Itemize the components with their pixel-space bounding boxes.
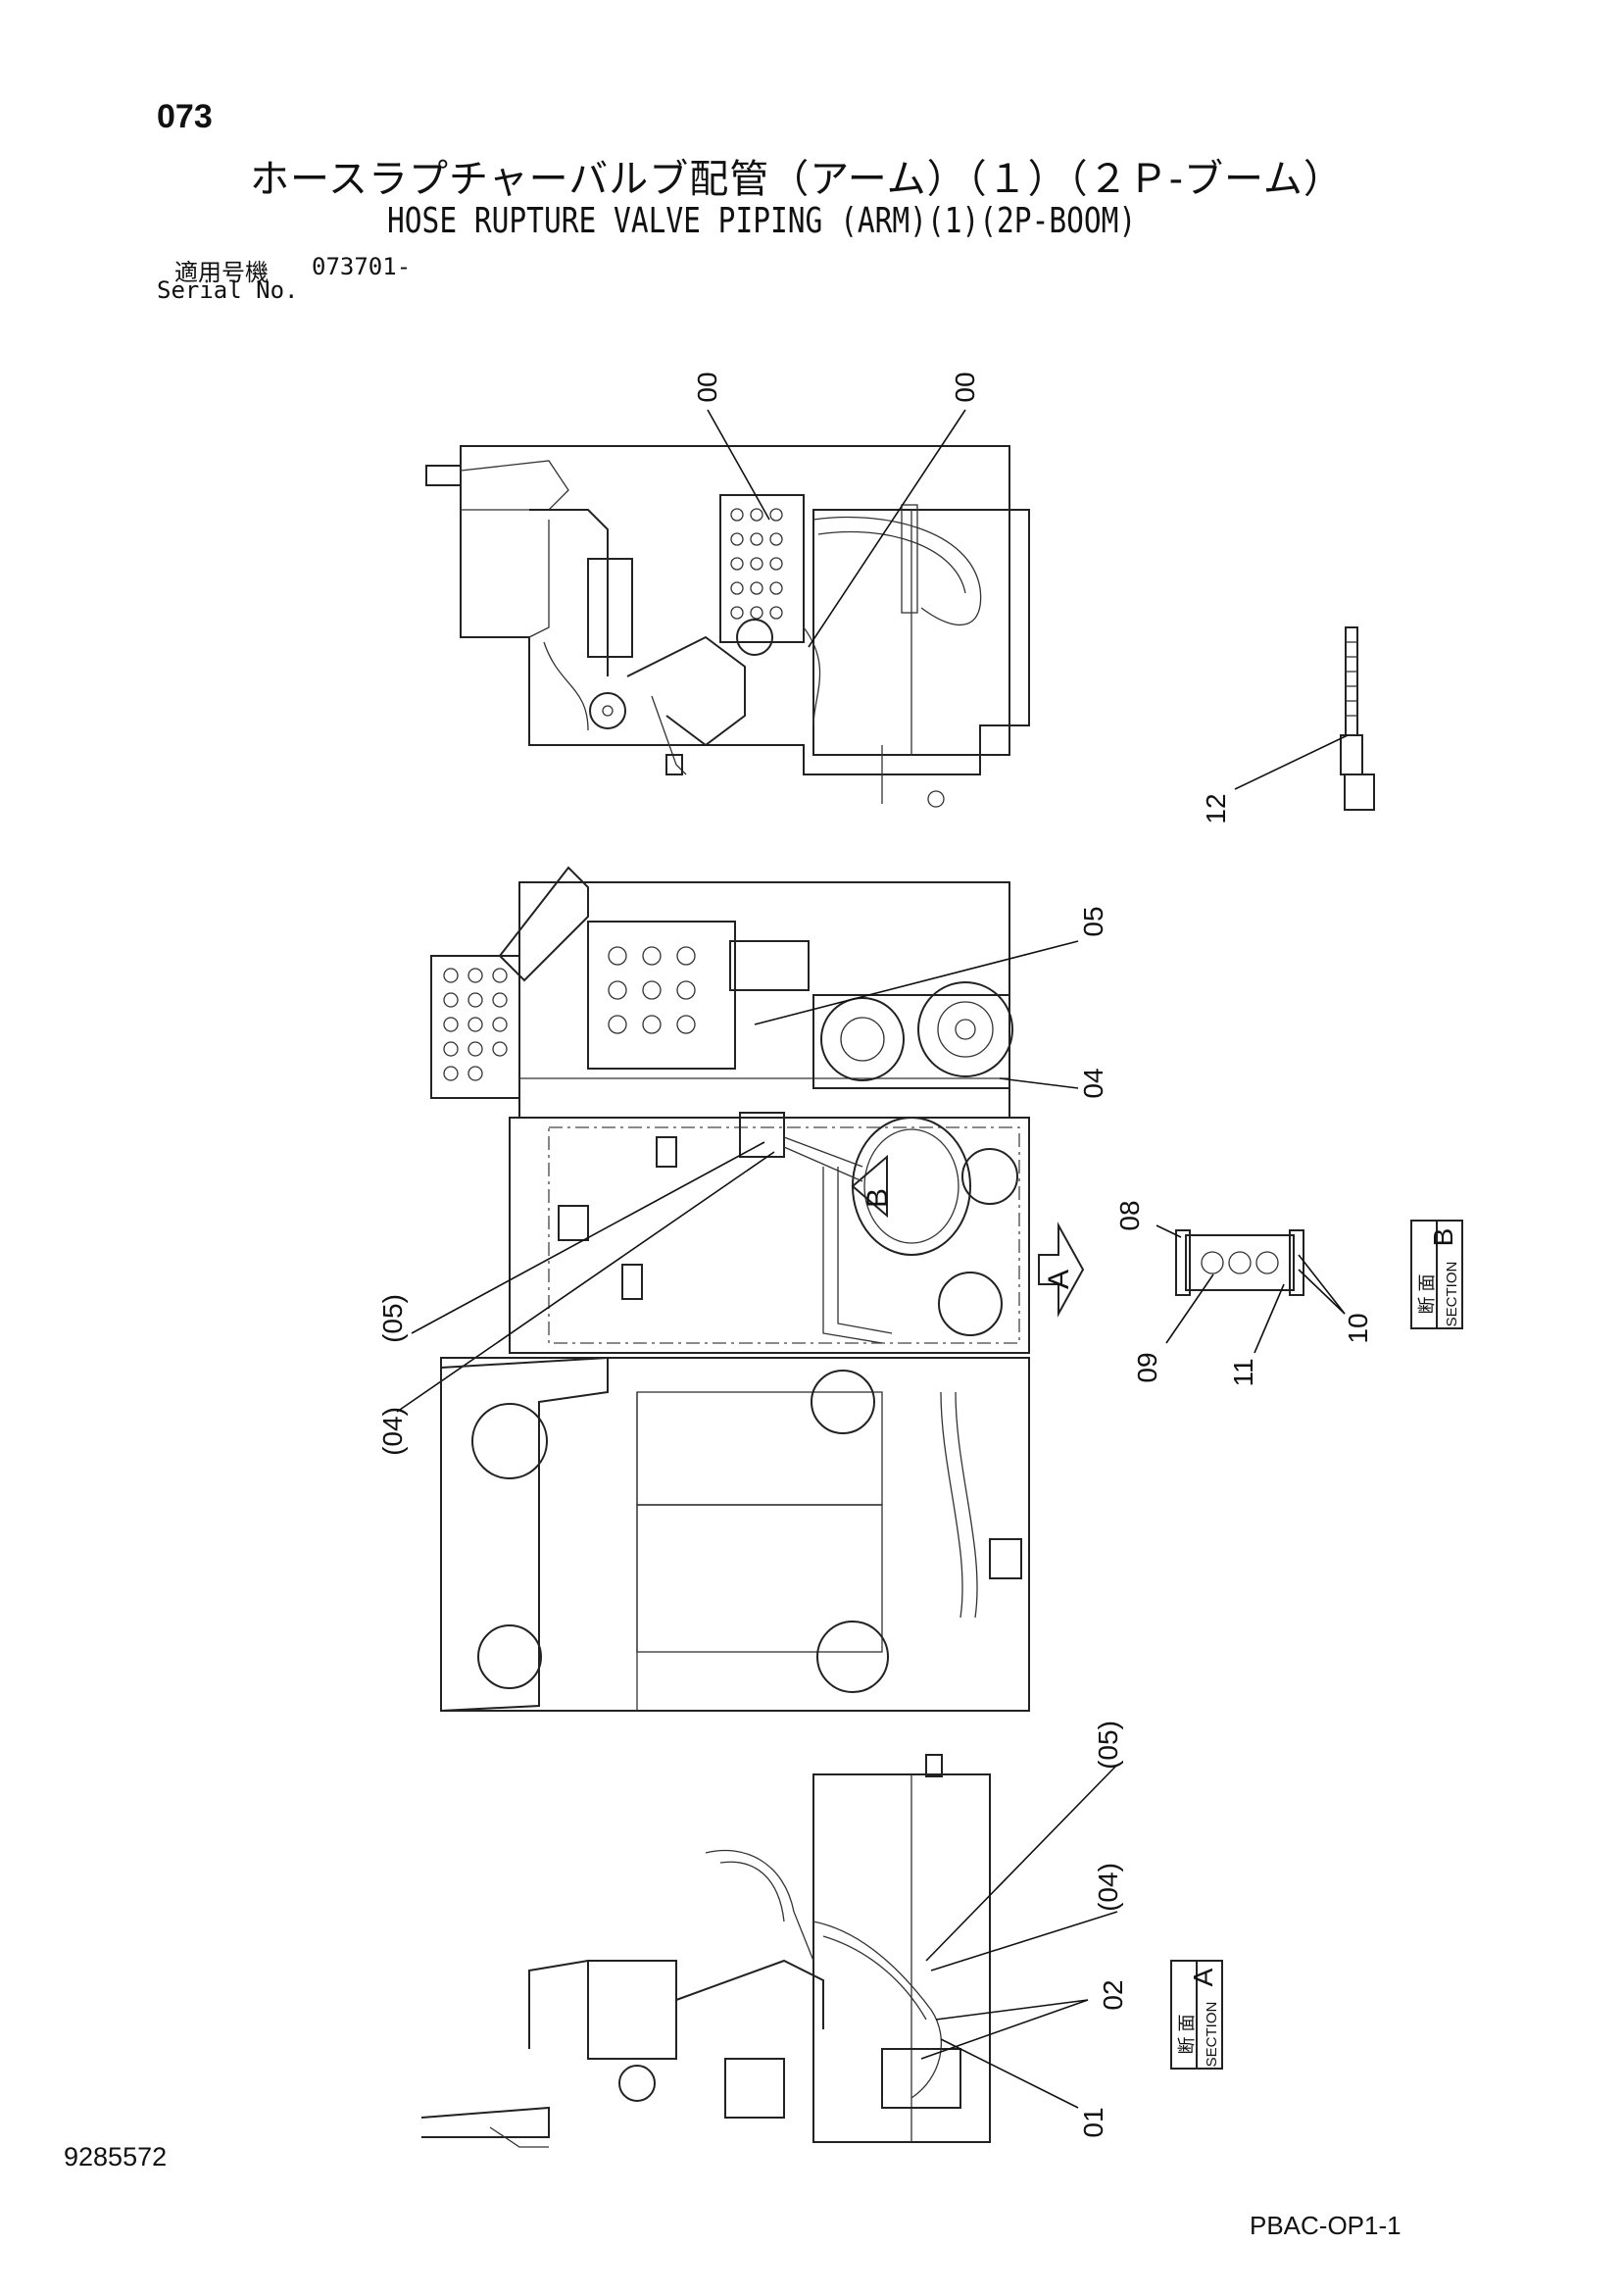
view-marker-a: A bbox=[1043, 1270, 1075, 1289]
callout-05-paren-bottom: (05) bbox=[1093, 1721, 1123, 1770]
callout-11: 11 bbox=[1228, 1358, 1258, 1386]
cable-tie-part-12 bbox=[1234, 626, 1375, 811]
section-a-label: 断 面 SECTION A bbox=[1177, 1968, 1220, 2067]
title-english: HOSE RUPTURE VALVE PIPING (ARM)(1)(2P-BO… bbox=[387, 201, 1137, 241]
section-b-en: SECTION bbox=[1444, 1262, 1460, 1327]
callout-04-paren-bottom: (04) bbox=[1093, 1863, 1123, 1912]
document-number: 9285572 bbox=[64, 2142, 168, 2171]
callout-00-left: 00 bbox=[692, 372, 722, 402]
title-japanese: ホースラプチャーバルブ配管（アーム）（１）（２Ｐ-ブーム） bbox=[250, 157, 1344, 202]
page-number: 073 bbox=[157, 98, 213, 135]
callout-10: 10 bbox=[1343, 1313, 1373, 1343]
section-b-label: 断 面 SECTION B bbox=[1417, 1228, 1460, 1327]
callout-00-right: 00 bbox=[950, 372, 980, 402]
middle-assembly-view bbox=[396, 866, 1085, 1413]
callout-09: 09 bbox=[1132, 1352, 1162, 1382]
callout-01: 01 bbox=[1078, 2107, 1108, 2137]
page-code: PBAC-OP1-1 bbox=[1250, 2211, 1402, 2240]
callout-12: 12 bbox=[1201, 793, 1231, 824]
top-assembly-view bbox=[425, 409, 1030, 808]
section-a-letter: A bbox=[1188, 1968, 1218, 1986]
section-b-letter: B bbox=[1428, 1228, 1458, 1247]
bottom-assembly-view bbox=[420, 1754, 1223, 2148]
callout-02: 02 bbox=[1098, 1979, 1128, 2010]
section-b-jp: 断 面 bbox=[1417, 1273, 1437, 1314]
callout-05: 05 bbox=[1078, 906, 1108, 936]
view-marker-b: B bbox=[861, 1188, 894, 1208]
lower-frame-view bbox=[440, 1356, 1030, 1713]
callout-04: 04 bbox=[1078, 1068, 1108, 1098]
section-b-detail bbox=[1156, 1220, 1463, 1354]
serial-label-english: Serial No. bbox=[157, 276, 299, 304]
callout-08: 08 bbox=[1114, 1200, 1145, 1230]
serial-label-japanese: 適用号機 bbox=[174, 259, 269, 286]
callout-05-paren-middle: (05) bbox=[377, 1294, 408, 1343]
section-a-jp: 断 面 bbox=[1177, 2014, 1197, 2054]
serial-number-value: 073701- bbox=[312, 253, 412, 280]
callout-labels: 00 00 12 05 04 08 09 11 10 (05) (04) (05… bbox=[377, 372, 1373, 2137]
section-a-en: SECTION bbox=[1204, 2002, 1220, 2068]
callout-04-paren-middle: (04) bbox=[377, 1407, 408, 1456]
